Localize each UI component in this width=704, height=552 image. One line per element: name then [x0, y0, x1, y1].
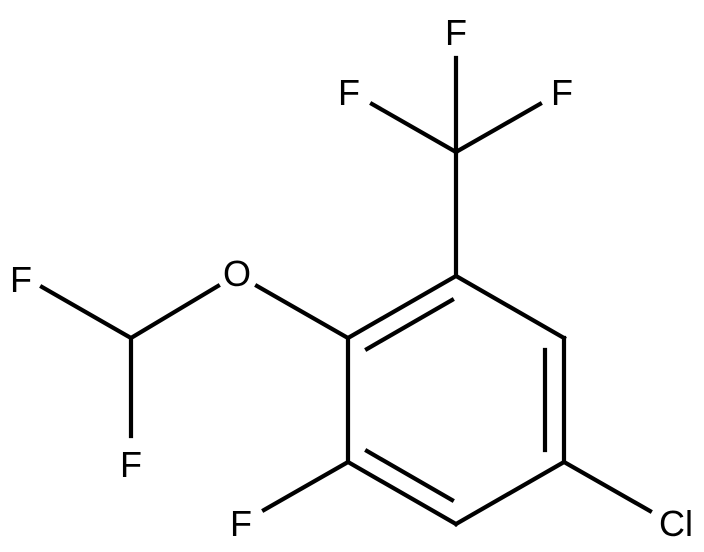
- ring-inner-bond-c4-c5: [364, 448, 455, 503]
- ring-bond-c6-c1: [345, 273, 459, 341]
- ring-bond-c1-c2: [453, 273, 567, 341]
- atom-label-f-ring: F: [230, 503, 252, 544]
- atom-label-f-cf3-left: F: [338, 72, 360, 113]
- bond-ring-cl: [561, 459, 653, 514]
- atom-label-f-chf2-upper: F: [10, 259, 32, 300]
- atom-label-f-cf3-right: F: [551, 72, 573, 113]
- atom-label-cl-ring: Cl: [659, 503, 693, 544]
- bond-cf3-f-right: [453, 101, 543, 155]
- atom-label-f-chf2-lower: F: [120, 444, 142, 485]
- bond-ring-o: [254, 283, 351, 341]
- bond-chf2-f-upper: [39, 284, 134, 341]
- ring-inner-bond-c1-c6: [364, 297, 455, 352]
- bond-o-chf2: [128, 283, 221, 341]
- bonds: [39, 55, 653, 527]
- atom-label-f-cf3-top: F: [445, 12, 467, 53]
- ring-bond-c3-c4: [453, 459, 567, 527]
- bond-ring-f: [261, 459, 351, 513]
- atom-label-o-ether: O: [223, 253, 251, 294]
- atom-labels: F F F F O F F Cl: [10, 12, 693, 544]
- ring-bond-c4-c5: [345, 459, 459, 527]
- bond-cf3-f-left: [369, 101, 459, 155]
